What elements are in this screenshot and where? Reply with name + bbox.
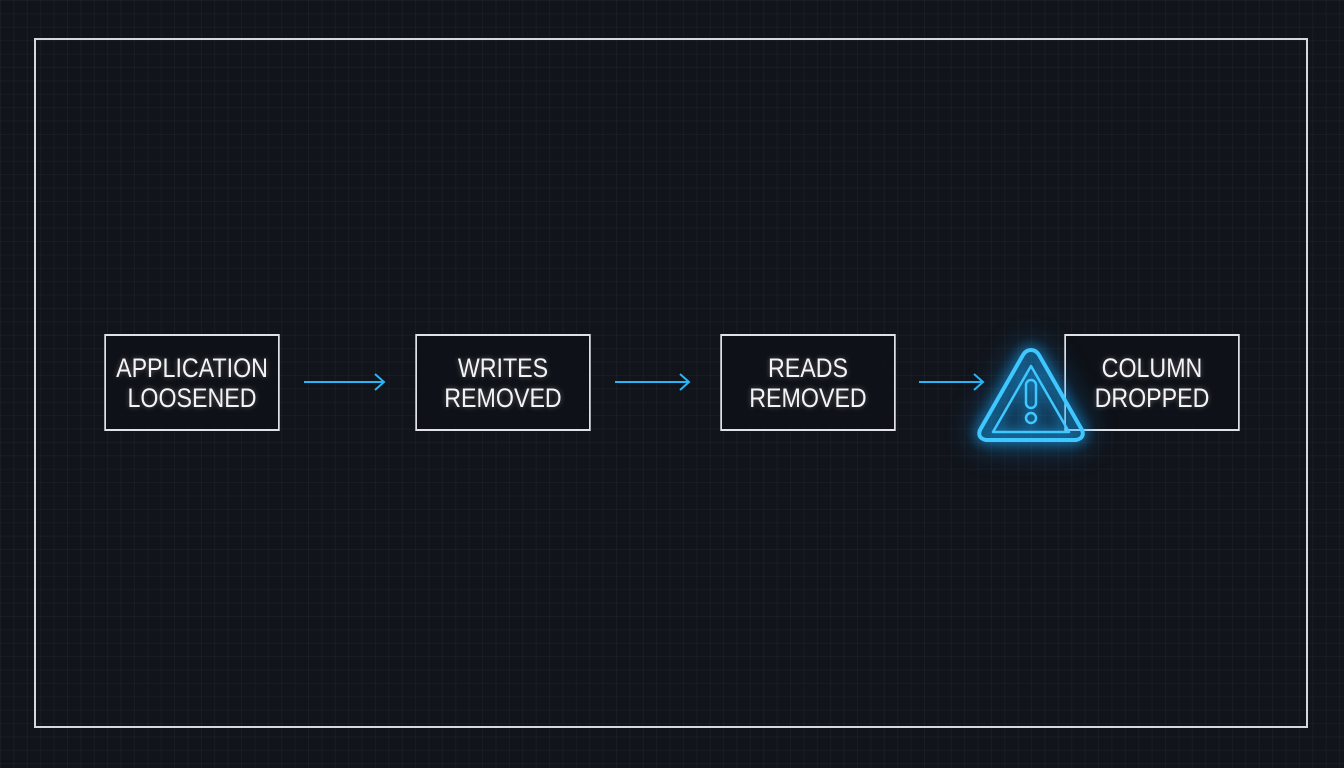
step-label-line2: DROPPED xyxy=(1094,382,1210,413)
arrow-right-icon xyxy=(615,373,691,391)
step-label-line1: APPLICATION xyxy=(116,352,268,383)
step-application-loosened: APPLICATION LOOSENED xyxy=(104,334,280,431)
diagram-frame xyxy=(34,38,1308,728)
step-label-line1: COLUMN xyxy=(1101,352,1203,383)
step-label-line2: REMOVED xyxy=(749,382,867,413)
arrow-right-icon xyxy=(919,373,985,391)
step-label-line2: REMOVED xyxy=(444,382,562,413)
arrow-right-icon xyxy=(304,373,386,391)
step-column-dropped: COLUMN DROPPED xyxy=(1064,334,1240,431)
step-reads-removed: READS REMOVED xyxy=(720,334,896,431)
step-writes-removed: WRITES REMOVED xyxy=(415,334,591,431)
step-label-line1: READS xyxy=(767,352,849,383)
step-label-line1: WRITES xyxy=(457,352,549,383)
step-label-line2: LOOSENED xyxy=(127,382,257,413)
warning-triangle-icon xyxy=(977,348,1085,442)
